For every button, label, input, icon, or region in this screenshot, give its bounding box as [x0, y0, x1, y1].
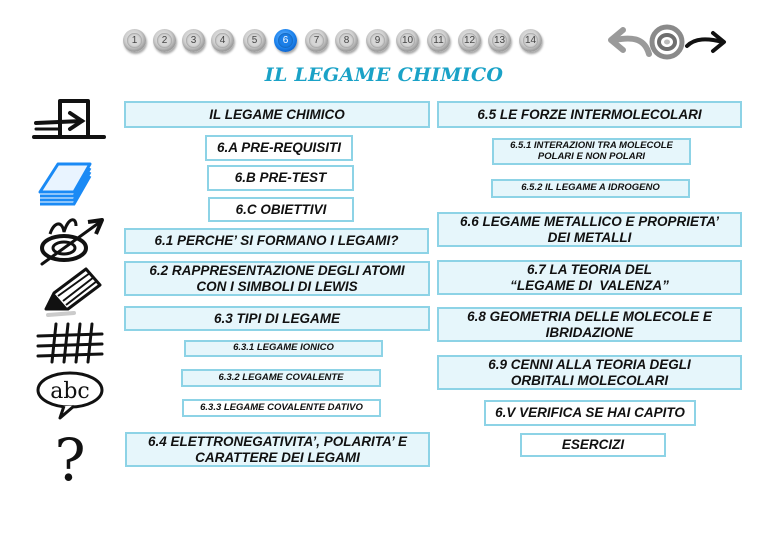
- menu-intro[interactable]: IL LEGAME CHIMICO: [124, 101, 430, 128]
- menu-label: 6.V VERIFICA SE HAI CAPITO: [495, 405, 685, 421]
- menu-label-line: “LEGAME DI VALENZA”: [510, 277, 669, 293]
- page-navigation: [605, 24, 730, 60]
- chapter-number: 4: [215, 33, 230, 48]
- chapter-button-8[interactable]: 8: [335, 29, 358, 52]
- chapter-number: 8: [339, 33, 354, 48]
- svg-text:abc: abc: [50, 379, 90, 404]
- menu-prerequisites[interactable]: 6.A PRE-REQUISITI: [205, 135, 353, 161]
- chapter-number: 3: [186, 33, 201, 48]
- menu-label-line: ORBITALI MOLECOLARI: [510, 372, 669, 388]
- menu-label-line: 6.6 LEGAME METALLICO E PROPRIETA’: [459, 214, 720, 230]
- menu-section-6-3-2[interactable]: 6.3.2 LEGAME COVALENTE: [181, 369, 381, 387]
- home-target-icon[interactable]: [647, 24, 687, 60]
- chapter-number: 5: [247, 33, 262, 48]
- menu-label-line: 6.8 GEOMETRIA DELLE MOLECOLE E: [467, 309, 712, 325]
- menu-section-6-6[interactable]: 6.6 LEGAME METALLICO E PROPRIETA’DEI MET…: [437, 212, 742, 247]
- chapter-number: 14: [523, 33, 538, 48]
- chapter-button-1[interactable]: 1: [123, 29, 146, 52]
- menu-label: ESERCIZI: [561, 437, 625, 453]
- menu-label-line: POLARI E NON POLARI: [537, 150, 646, 162]
- chapter-button-6-active[interactable]: 6: [274, 29, 297, 52]
- chapter-button-5[interactable]: 5: [243, 29, 266, 52]
- menu-section-6-5[interactable]: 6.5 LE FORZE INTERMOLECOLARI: [437, 101, 742, 128]
- chapter-number: 10: [400, 33, 415, 48]
- menu-label-line: IBRIDAZIONE: [545, 324, 634, 340]
- chapter-number: 2: [157, 33, 172, 48]
- chapter-number: 6: [278, 33, 293, 48]
- back-arrow-icon[interactable]: [605, 26, 653, 58]
- chapter-button-2[interactable]: 2: [153, 29, 176, 52]
- menu-label-line: 6.5.1 INTERAZIONI TRA MOLECOLE: [510, 139, 673, 151]
- menu-verify[interactable]: 6.V VERIFICA SE HAI CAPITO: [484, 400, 696, 426]
- notes-stack-icon[interactable]: [30, 152, 110, 207]
- chapter-button-14[interactable]: 14: [519, 29, 542, 52]
- menu-label: 6.7 LA TEORIA DEL“LEGAME DI VALENZA”: [510, 262, 669, 292]
- question-mark-icon[interactable]: ?: [30, 428, 110, 488]
- forward-arrow-icon[interactable]: [683, 28, 729, 58]
- menu-section-6-7[interactable]: 6.7 LA TEORIA DEL“LEGAME DI VALENZA”: [437, 260, 742, 295]
- exit-door-icon[interactable]: [30, 95, 110, 145]
- menu-label: 6.B PRE-TEST: [234, 170, 327, 186]
- menu-section-6-5-2[interactable]: 6.5.2 IL LEGAME A IDROGENO: [491, 179, 690, 198]
- chapter-button-3[interactable]: 3: [182, 29, 205, 52]
- chapter-number: 7: [309, 33, 324, 48]
- page-title: IL LEGAME CHIMICO: [264, 64, 504, 86]
- chapter-number: 1: [127, 33, 142, 48]
- menu-label-line: CON I SIMBOLI DI LEWIS: [196, 278, 358, 294]
- pencil-icon[interactable]: [30, 265, 110, 320]
- grid-hash-icon[interactable]: [30, 320, 110, 365]
- menu-section-6-3-3[interactable]: 6.3.3 LEGAME COVALENTE DATIVO: [182, 399, 381, 417]
- chapter-number: 12: [462, 33, 477, 48]
- menu-label-line: DEI METALLI: [547, 229, 632, 245]
- menu-exercises[interactable]: ESERCIZI: [520, 433, 666, 457]
- chapter-button-13[interactable]: 13: [488, 29, 511, 52]
- menu-label: 6.3 TIPI DI LEGAME: [213, 310, 341, 326]
- menu-label-line: 6.9 CENNI ALLA TEORIA DEGLI: [488, 357, 691, 373]
- menu-label-line: CARATTERE DEI LEGAMI: [195, 449, 360, 465]
- menu-label-line: 6.4 ELETTRONEGATIVITA’, POLARITA’ E: [147, 434, 408, 450]
- menu-label: 6.3.1 LEGAME IONICO: [233, 342, 334, 354]
- menu-label: 6.3.3 LEGAME COVALENTE DATIVO: [200, 401, 363, 413]
- menu-label: 6.A PRE-REQUISITI: [216, 140, 342, 156]
- menu-label: 6.1 PERCHE’ SI FORMANO I LEGAMI?: [154, 233, 399, 249]
- chapter-number: 11: [431, 33, 446, 48]
- menu-objectives[interactable]: 6.C OBIETTIVI: [208, 197, 354, 222]
- menu-label-line: 6.7 LA TEORIA DEL: [526, 262, 652, 278]
- chapter-button-11[interactable]: 11: [427, 29, 450, 52]
- chapter-button-12[interactable]: 12: [458, 29, 481, 52]
- target-arrow-icon[interactable]: [30, 212, 110, 267]
- menu-label-line: 6.2 RAPPRESENTAZIONE DEGLI ATOMI: [149, 263, 405, 279]
- chapter-button-7[interactable]: 7: [305, 29, 328, 52]
- menu-pretest[interactable]: 6.B PRE-TEST: [207, 165, 354, 191]
- menu-section-6-3[interactable]: 6.3 TIPI DI LEGAME: [124, 306, 430, 331]
- menu-label: 6.5.2 IL LEGAME A IDROGENO: [521, 182, 660, 194]
- abc-speech-icon[interactable]: abc: [30, 370, 110, 420]
- menu-section-6-3-1[interactable]: 6.3.1 LEGAME IONICO: [184, 340, 383, 357]
- menu-label: 6.C OBIETTIVI: [235, 201, 327, 217]
- menu-label: 6.3.2 LEGAME COVALENTE: [218, 371, 344, 383]
- chapter-button-9[interactable]: 9: [366, 29, 389, 52]
- chapter-number: 9: [370, 33, 385, 48]
- menu-label: 6.5 LE FORZE INTERMOLECOLARI: [477, 106, 702, 122]
- svg-text:?: ?: [54, 428, 85, 488]
- chapter-button-4[interactable]: 4: [211, 29, 234, 52]
- chapter-number: 13: [492, 33, 507, 48]
- menu-label: IL LEGAME CHIMICO: [209, 106, 345, 122]
- menu-section-6-1[interactable]: 6.1 PERCHE’ SI FORMANO I LEGAMI?: [124, 228, 429, 254]
- chapter-button-10[interactable]: 10: [396, 29, 419, 52]
- menu-label: 6.6 LEGAME METALLICO E PROPRIETA’DEI MET…: [460, 214, 719, 244]
